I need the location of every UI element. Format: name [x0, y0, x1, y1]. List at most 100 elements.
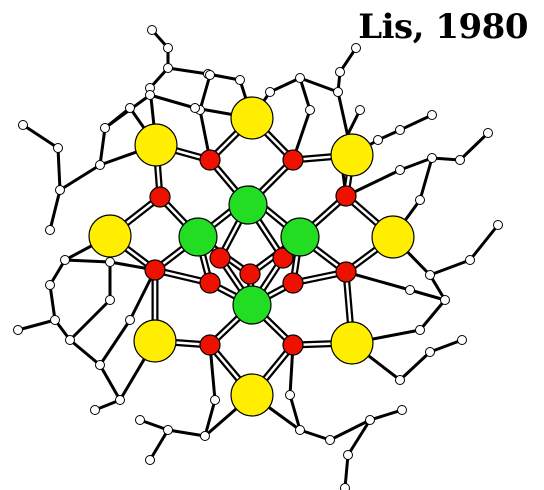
carbon-chain-11	[139, 393, 253, 438]
oxygen-atom-0	[199, 149, 221, 171]
manganese-outer-atom-6	[133, 319, 177, 363]
carbon-atom-28	[343, 450, 353, 460]
carbon-atom-31	[295, 425, 305, 435]
oxygen-atom-11	[282, 334, 304, 356]
carbon-atom-6	[351, 43, 361, 53]
carbon-chain-17	[48, 234, 111, 321]
carbon-atom-41	[50, 315, 60, 325]
carbon-atom-46	[55, 185, 65, 195]
carbon-atom-38	[95, 360, 105, 370]
carbon-atom-16	[427, 153, 437, 163]
carbon-atom-61	[105, 257, 115, 267]
citation-caption: Lis, 1980	[358, 7, 528, 47]
carbon-atom-5	[235, 75, 245, 85]
carbon-atom-36	[90, 405, 100, 415]
carbon-atom-19	[465, 255, 475, 265]
carbon-atom-30	[325, 435, 335, 445]
manganese-outer-atom-3	[371, 215, 415, 259]
manganese-inner-atom-0	[228, 185, 268, 225]
carbon-atom-59	[210, 395, 220, 405]
manganese-inner-atom-1	[178, 217, 218, 257]
carbon-atom-25	[395, 375, 405, 385]
oxygen-atom-5	[239, 263, 261, 285]
carbon-atom-56	[395, 165, 405, 175]
carbon-chain-7	[351, 274, 447, 345]
carbon-atom-24	[425, 347, 435, 357]
carbon-atom-27	[365, 415, 375, 425]
oxygen-atom-2	[149, 186, 171, 208]
oxygen-atom-1	[282, 149, 304, 171]
carbon-atom-2	[163, 63, 173, 73]
carbon-chain-6	[391, 224, 500, 277]
carbon-atom-14	[483, 128, 493, 138]
carbon-atom-8	[333, 87, 343, 97]
carbon-atom-44	[60, 255, 70, 265]
carbon-atom-13	[373, 135, 383, 145]
manganese-inner-atom-3	[232, 285, 272, 325]
carbon-chain-12	[148, 429, 170, 461]
carbon-atom-26	[397, 405, 407, 415]
carbon-atom-33	[163, 425, 173, 435]
carbon-atom-50	[100, 123, 110, 133]
carbon-atom-34	[135, 415, 145, 425]
carbon-chain-18	[48, 143, 157, 231]
carbon-atom-17	[415, 195, 425, 205]
carbon-atom-63	[355, 105, 365, 115]
oxygen-atom-8	[144, 259, 166, 281]
oxygen-atom-7	[282, 272, 304, 294]
carbon-atom-29	[340, 483, 350, 490]
carbon-atom-32	[200, 431, 210, 441]
carbon-chain-27	[203, 344, 217, 437]
carbon-atom-9	[295, 73, 305, 83]
manganese-outer-atom-4	[330, 321, 374, 365]
carbon-atom-7	[335, 67, 345, 77]
carbon-atom-48	[18, 120, 28, 130]
carbon-atom-42	[105, 295, 115, 305]
oxygen-atom-10	[199, 334, 221, 356]
carbon-atom-23	[457, 335, 467, 345]
carbon-chain-10	[251, 393, 371, 442]
carbon-atom-20	[425, 270, 435, 280]
carbon-atom-12	[395, 125, 405, 135]
carbon-atom-43	[45, 280, 55, 290]
carbon-atom-21	[440, 295, 450, 305]
oxygen-atom-9	[335, 261, 357, 283]
carbon-atom-45	[45, 225, 55, 235]
manganese-outer-atom-2	[330, 133, 374, 177]
manganese-outer-atom-1	[230, 96, 274, 140]
carbon-atom-55	[305, 105, 315, 115]
carbon-chain-8	[351, 338, 463, 382]
carbon-atom-0	[147, 25, 157, 35]
carbon-chain-15	[17, 318, 72, 341]
carbon-atom-60	[125, 315, 135, 325]
carbon-atom-39	[65, 335, 75, 345]
carbon-atom-22	[415, 325, 425, 335]
oxygen-atom-13	[272, 247, 294, 269]
carbon-atom-10	[265, 87, 275, 97]
manganese-outer-atom-0	[134, 123, 178, 167]
carbon-atom-52	[145, 90, 155, 100]
carbon-atom-62	[190, 103, 200, 113]
manganese-outer-atom-7	[88, 214, 132, 258]
atoms	[13, 25, 503, 490]
carbon-atom-57	[405, 285, 415, 295]
carbon-atom-53	[205, 70, 215, 80]
carbon-atom-18	[493, 220, 503, 230]
carbon-atom-47	[95, 160, 105, 170]
carbon-chain-22	[198, 74, 212, 161]
manganese-outer-atom-5	[230, 373, 274, 417]
carbon-chain-23	[291, 77, 312, 161]
carbon-atom-51	[125, 103, 135, 113]
carbon-atom-35	[145, 455, 155, 465]
carbon-chain-14	[69, 338, 122, 401]
carbon-chain-2	[336, 47, 358, 156]
oxygen-atom-12	[209, 247, 231, 269]
carbon-atom-58	[285, 390, 295, 400]
manganese-inner-atom-2	[280, 217, 320, 257]
carbon-atom-15	[455, 155, 465, 165]
carbon-chain-19	[22, 123, 62, 191]
carbon-atom-49	[53, 143, 63, 153]
carbon-atom-40	[13, 325, 23, 335]
oxygen-atom-3	[335, 185, 357, 207]
